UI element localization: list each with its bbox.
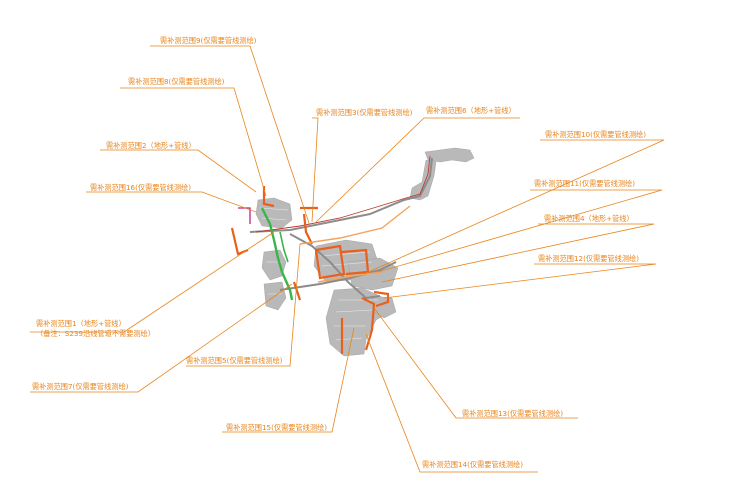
callout-label-area-12: 需补测范围12(仅需要管线测绘) <box>538 254 640 263</box>
callout-leaders <box>30 45 665 473</box>
leader-1 <box>30 231 275 333</box>
survey-area-4 <box>314 244 346 280</box>
building-texture <box>259 207 378 341</box>
leader-5 <box>186 243 301 367</box>
callout-label-area-9: 需补测范围9(仅需要管线测绘) <box>160 36 257 45</box>
green-pipeline-branch <box>279 231 289 263</box>
west-cluster-mid <box>261 249 287 281</box>
building-clusters <box>255 147 475 357</box>
leader-15 <box>222 327 355 433</box>
magenta-pipeline <box>238 207 251 224</box>
north-east-strip <box>409 159 437 201</box>
survey-area-13 <box>361 297 376 351</box>
green-pipeline <box>260 207 294 301</box>
leader-9 <box>150 45 311 227</box>
west-cluster-top <box>255 197 293 229</box>
callout-label-area-15: 需补测范围15(仅需要管线测绘) <box>226 423 328 432</box>
callout-label-area-5: 需补测范围5(仅需要管线测绘) <box>186 356 283 365</box>
survey-area-12 <box>373 290 390 308</box>
survey-area-main <box>302 213 313 245</box>
callout-label-area-1-note: （备注：S239沿线管道不需要测绘） <box>36 329 155 338</box>
road-diagonal-south <box>289 233 381 300</box>
red-road-line <box>255 155 431 233</box>
leader-3 <box>311 117 319 223</box>
callout-label-area-4: 需补测范围4（地形+管线） <box>544 214 634 223</box>
leader-11 <box>377 189 663 273</box>
leader-8 <box>120 87 267 197</box>
leader-6 <box>315 117 520 223</box>
callout-label-area-3: 需补测范围3(仅需要管线测绘) <box>316 108 413 117</box>
leader-2 <box>100 149 257 193</box>
callout-label-area-16: 需补测范围16(仅需要管线测绘) <box>90 183 192 192</box>
leader-14 <box>365 333 538 473</box>
callout-label-area-13: 需补测范围13(仅需要管线测绘) <box>462 409 564 418</box>
callout-label-area-2: 需补测范围2（地形+管线） <box>106 141 196 150</box>
north-east-village <box>424 147 475 163</box>
survey-area-1 <box>230 227 249 256</box>
survey-area-7 <box>292 281 302 301</box>
road-lower <box>279 261 397 291</box>
callout-label-area-6: 需补测范围6（地形+管线） <box>426 106 516 115</box>
leader-10 <box>363 139 665 275</box>
leader-16 <box>86 191 257 213</box>
survey-area-4b <box>341 248 370 276</box>
callout-label-area-11: 需补测范围11(仅需要管线测绘) <box>534 179 636 188</box>
roads <box>249 157 433 300</box>
callout-label-area-7: 需补测范围7(仅需要管线测绘) <box>32 382 129 391</box>
leader-4 <box>381 223 655 283</box>
callout-label-area-14: 需补测范围14(仅需要管线测绘) <box>422 460 524 469</box>
leader-13 <box>373 307 578 419</box>
leader-12 <box>383 263 657 299</box>
survey-area-highlights <box>299 205 411 283</box>
callout-label-area-1: 需补测范围1（地形+管线） <box>36 319 126 328</box>
callout-label-area-10: 需补测范围10(仅需要管线测绘) <box>545 130 647 139</box>
callout-label-area-8: 需补测范围8(仅需要管线测绘) <box>128 77 225 86</box>
survey-area-2 <box>262 186 275 208</box>
leader-7 <box>30 283 293 393</box>
road-east-west <box>249 157 433 233</box>
